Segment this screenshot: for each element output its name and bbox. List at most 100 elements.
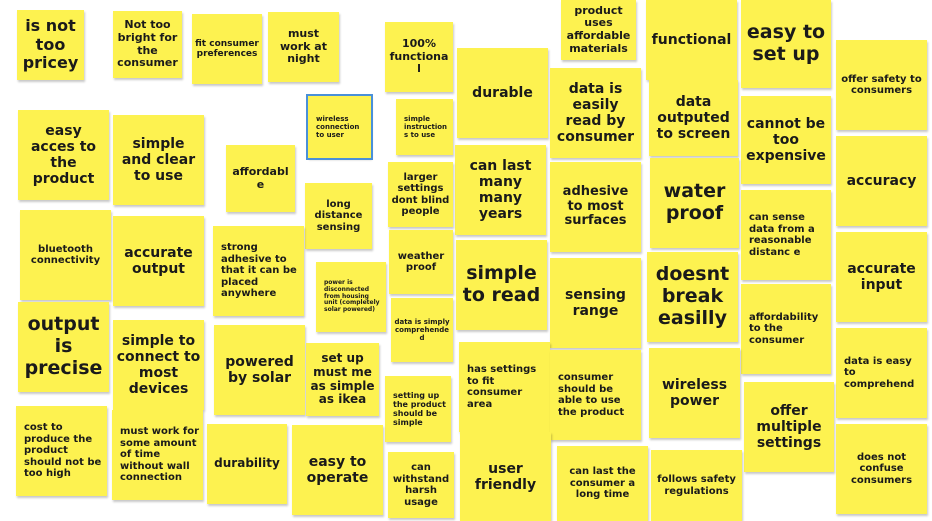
sticky-note-simple-to-read[interactable]: simple to read — [456, 240, 547, 330]
sticky-note-100-functional[interactable]: 100% functional — [385, 22, 453, 92]
sticky-note-text: consumer should be able to use the produ… — [558, 372, 625, 418]
sticky-note-can-last-the-consumer-a-long-time[interactable]: can last the consumer a long time — [557, 446, 648, 521]
sticky-note-easy-to-set-up[interactable]: easy to set up — [741, 0, 831, 88]
sticky-note-text: weather proof — [397, 250, 445, 274]
sticky-note-power-is-disconnected-from-housing-unit-[interactable]: power is disconnected from housing unit … — [316, 262, 386, 332]
sticky-note-text: cannot be too expensive — [746, 115, 826, 165]
sticky-note-text: simple instructions to use — [404, 114, 448, 140]
sticky-note-text: can withstand harsh usage — [392, 462, 450, 508]
sticky-note-follows-safety-regulations[interactable]: follows safety regulations — [651, 450, 742, 521]
sticky-note-text: durability — [214, 456, 280, 471]
sticky-note-text: easy to operate — [306, 453, 369, 486]
sticky-note-text: adhesive to most surfaces — [562, 183, 629, 229]
sticky-note-text: product uses affordable materials — [566, 3, 631, 55]
sticky-note-text: accurate input — [847, 260, 916, 293]
sticky-note-easy-to-operate[interactable]: easy to operate — [292, 425, 383, 515]
sticky-note-text: wireless connection to user — [316, 114, 360, 140]
sticky-note-wireless-power[interactable]: wireless power — [649, 348, 740, 438]
sticky-note-text: user friendly — [474, 460, 537, 493]
sticky-note-output-is-precise[interactable]: output is precise — [18, 302, 109, 392]
sticky-note-text: Not too bright for the consumer — [117, 18, 178, 70]
sticky-note-text: fit consumer preferences — [195, 38, 259, 59]
sticky-note-simple-to-connect-to-most-devices[interactable]: simple to connect to most devices — [113, 320, 204, 410]
sticky-note-text: strong adhesive to that it can be placed… — [221, 242, 297, 300]
sticky-note-not-too-bright-for-the-consumer[interactable]: Not too bright for the consumer — [113, 11, 182, 78]
sticky-note-does-not-confuse-consumers[interactable]: does not confuse consumers — [836, 424, 927, 514]
sticky-note-text: data is simply comprehended — [394, 317, 450, 343]
sticky-note-text: data is easily read by consumer — [556, 80, 635, 146]
sticky-note-affordable[interactable]: affordable — [226, 145, 295, 212]
sticky-note-data-is-easily-read-by-consumer[interactable]: data is easily read by consumer — [550, 68, 641, 158]
sticky-note-set-up-must-me-as-simple-as-ikea[interactable]: set up must me as simple as ikea — [306, 343, 379, 416]
sticky-note-easy-acces-to-the-product[interactable]: easy acces to the product — [18, 110, 109, 200]
sticky-note-is-not-too-pricey[interactable]: is not too pricey — [17, 10, 84, 80]
sticky-note-text: simple and clear to use — [121, 135, 196, 185]
sticky-note-doesnt-break-easilly[interactable]: doesnt break easilly — [647, 252, 738, 342]
sticky-note-text: can last the consumer a long time — [569, 466, 636, 501]
sticky-note-can-withstand-harsh-usage[interactable]: can withstand harsh usage — [388, 452, 454, 518]
sticky-note-product-uses-affordable-materials[interactable]: product uses affordable materials — [561, 0, 636, 60]
sticky-note-has-settings-to-fit-consumer-area[interactable]: has settings to fit consumer area — [459, 342, 550, 432]
sticky-note-must-work-at-night[interactable]: must work at night — [268, 12, 339, 82]
sticky-note-text: 100% functional — [389, 37, 449, 76]
sticky-note-weather-proof[interactable]: weather proof — [389, 230, 453, 294]
sticky-note-text: sensing range — [565, 286, 626, 319]
sticky-note-fit-consumer-preferences[interactable]: fit consumer preferences — [192, 14, 262, 84]
sticky-note-text: water proof — [663, 180, 726, 224]
sticky-note-text: long distance sensing — [314, 198, 363, 233]
sticky-note-text: can last many many years — [469, 157, 532, 223]
sticky-note-affordability-to-the-consumer[interactable]: affordability to the consumer — [741, 284, 831, 374]
sticky-note-text: accurate output — [124, 244, 193, 277]
sticky-note-can-sense-data-from-a-reasonable-distanc[interactable]: can sense data from a reasonable distanc… — [741, 190, 831, 280]
sticky-note-text: simple to connect to most devices — [116, 332, 201, 398]
sticky-note-text: offer safety to consumers — [841, 73, 922, 97]
sticky-note-text: larger settings dont blind people — [391, 171, 450, 218]
sticky-note-text: output is precise — [24, 313, 103, 379]
sticky-note-simple-and-clear-to-use[interactable]: simple and clear to use — [113, 115, 204, 205]
sticky-note-accurate-output[interactable]: accurate output — [113, 216, 204, 306]
sticky-note-text: accuracy — [846, 172, 917, 189]
sticky-note-text: easy to set up — [746, 21, 826, 65]
sticky-note-data-is-easy-to-comprehend[interactable]: data is easy to comprehend — [836, 328, 927, 418]
sticky-note-bluetooth-connectivity[interactable]: bluetooth connectivity — [20, 210, 111, 300]
sticky-note-consumer-should-be-able-to-use-the-produ[interactable]: consumer should be able to use the produ… — [550, 350, 641, 440]
sticky-note-sensing-range[interactable]: sensing range — [550, 258, 641, 348]
sticky-note-text: follows safety regulations — [657, 474, 736, 497]
sticky-note-text: must work for some amount of time withou… — [120, 426, 200, 484]
sticky-note-text: wireless power — [661, 376, 728, 409]
sticky-note-wireless-connection-to-user[interactable]: wireless connection to user — [306, 94, 373, 160]
sticky-note-text: is not too pricey — [22, 16, 79, 73]
sticky-note-water-proof[interactable]: water proof — [650, 158, 739, 248]
sticky-note-must-work-for-some-amount-of-time-withou[interactable]: must work for some amount of time withou… — [112, 410, 203, 500]
sticky-note-text: data is easy to comprehend — [844, 355, 915, 390]
sticky-note-text: does not confuse consumers — [850, 451, 913, 486]
sticky-note-larger-settings-dont-blind-people[interactable]: larger settings dont blind people — [388, 162, 453, 227]
sticky-note-offer-safety-to-consumers[interactable]: offer safety to consumers — [836, 40, 927, 130]
sticky-note-long-distance-sensing[interactable]: long distance sensing — [305, 183, 372, 249]
sticky-note-strong-adhesive-to-that-it-can-be-placed[interactable]: strong adhesive to that it can be placed… — [213, 226, 304, 316]
sticky-note-durable[interactable]: durable — [457, 48, 548, 138]
sticky-note-text: affordability to the consumer — [749, 311, 819, 346]
sticky-note-functional[interactable]: functional — [646, 0, 737, 80]
sticky-note-data-is-simply-comprehended[interactable]: data is simply comprehended — [391, 298, 453, 362]
sticky-note-text: power is disconnected from housing unit … — [324, 278, 380, 314]
sticky-note-text: easy acces to the product — [30, 122, 97, 188]
sticky-note-simple-instructions-to-use[interactable]: simple instructions to use — [396, 99, 453, 155]
sticky-note-powered-by-solar[interactable]: powered by solar — [214, 325, 305, 415]
sticky-note-text: doesnt break easilly — [655, 263, 730, 329]
sticky-note-text: powered by solar — [225, 353, 294, 386]
sticky-note-durability[interactable]: durability — [207, 424, 287, 504]
sticky-note-offer-multiple-settings[interactable]: offer multiple settings — [744, 382, 834, 472]
sticky-note-can-last-many-many-years[interactable]: can last many many years — [455, 145, 546, 235]
sticky-note-text: data outputed to screen — [656, 93, 731, 143]
sticky-note-accurate-input[interactable]: accurate input — [836, 232, 927, 322]
sticky-note-user-friendly[interactable]: user friendly — [460, 432, 551, 521]
sticky-note-data-outputed-to-screen[interactable]: data outputed to screen — [649, 80, 738, 156]
sticky-note-text: bluetooth connectivity — [30, 243, 101, 267]
sticky-note-adhesive-to-most-surfaces[interactable]: adhesive to most surfaces — [550, 162, 641, 252]
sticky-note-accuracy[interactable]: accuracy — [836, 136, 927, 226]
sticky-note-cost-to-produce-the-product-should-not-b[interactable]: cost to produce the product should not b… — [16, 406, 107, 496]
sticky-note-cannot-be-too-expensive[interactable]: cannot be too expensive — [741, 96, 831, 184]
sticky-note-setting-up-the-product-should-be-simple[interactable]: setting up the product should be simple — [385, 376, 451, 442]
